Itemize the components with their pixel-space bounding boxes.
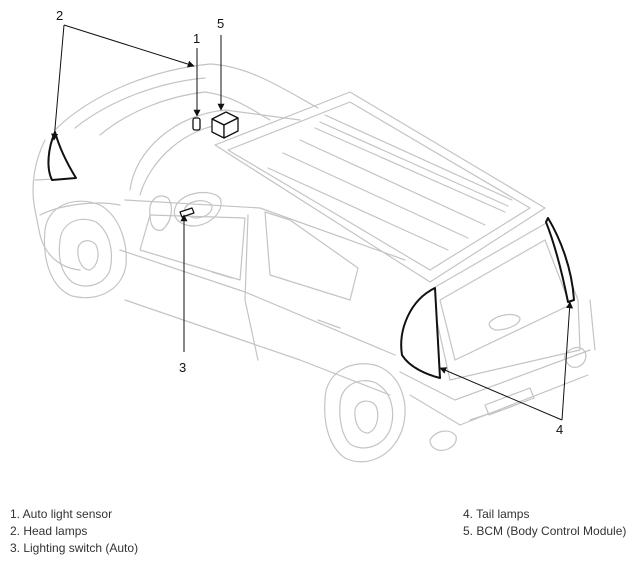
tail-lamp-right-shape [545,217,575,303]
legend-right: 4. Tail lamps 5. BCM (Body Control Modul… [463,506,626,540]
leader-2-roof [63,24,195,68]
roof-rail [324,114,513,201]
leader-lines [51,24,574,421]
bcm-box-shape [211,111,239,139]
legend-item-lighting-switch: 3. Lighting switch (Auto) [10,541,139,555]
leader-4-left [439,367,563,421]
callout-5: 5 [217,16,224,31]
roof-rail [319,121,509,207]
legend-item-auto-light-sensor: 1. Auto light sensor [10,507,113,521]
leader-2-headlamp [51,24,65,141]
legend-item-bcm: 5. BCM (Body Control Module) [463,524,627,538]
auto-light-sensor-shape [192,117,201,131]
legend-left: 1. Auto light sensor 2. Head lamps 3. Li… [10,506,138,557]
legend-item-head-lamps: 2. Head lamps [10,524,88,538]
car-body-outline [32,63,596,463]
leader-4-right [561,301,574,421]
callout-3: 3 [179,360,186,375]
callout-4: 4 [556,422,563,437]
head-lamp-shape [47,131,77,181]
vehicle-component-diagram: 2 1 5 3 4 [32,8,596,463]
lamps [47,111,575,379]
roof-rail [267,167,449,251]
callout-1: 1 [193,31,200,46]
callout-2: 2 [56,8,63,23]
roof-rail [299,139,486,226]
legend-item-tail-lamps: 4. Tail lamps [463,507,530,521]
roof-rail [314,127,506,213]
tail-lamp-left-shape [400,287,441,379]
lighting-switch-shape [179,207,195,218]
roof-rail [282,152,469,239]
